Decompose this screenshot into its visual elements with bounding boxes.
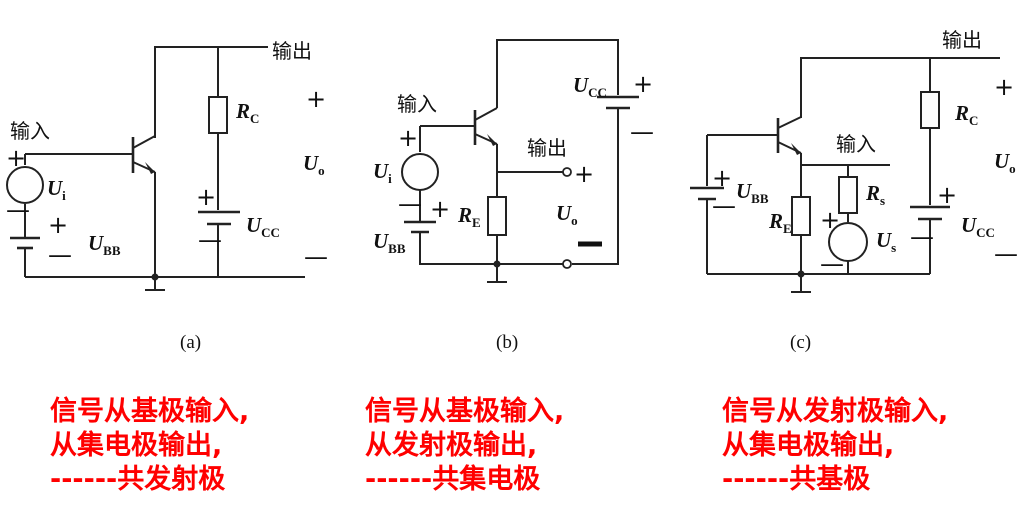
transistor-legs [132, 135, 156, 173]
collector-output-wire [800, 57, 1000, 118]
description-line: 信号从基极输入, [365, 396, 565, 427]
transistor-legs [777, 116, 802, 154]
description-line: 信号从发射极输入, [722, 396, 949, 427]
rc-resistor [920, 91, 940, 129]
ucc-plus: + [196, 183, 216, 211]
us-minus: — [820, 250, 844, 278]
output-terminal-bottom [562, 259, 572, 269]
ucc-label: UCC [573, 73, 607, 100]
re-resistor [791, 196, 811, 236]
ui-minus: — [6, 196, 30, 224]
output-terminal-top [562, 167, 572, 177]
collector-supply-wire [496, 39, 619, 108]
re-label: RE [457, 203, 481, 230]
description-line: 从发射极输出, [365, 430, 538, 461]
description-line: 从集电极输出, [722, 430, 895, 461]
emitter-arrow [791, 143, 801, 155]
description-a: 信号从基极输入, 从集电极输出, ------共发射极 [50, 395, 249, 497]
ui-label: Ui [373, 159, 392, 186]
ui-label: Ui [47, 176, 66, 203]
re-label: RE [768, 209, 792, 236]
ucc-label: UCC [961, 213, 995, 240]
ubb-plus: + [712, 164, 732, 192]
ubb-label: UBB [736, 179, 769, 206]
input-label: 输入 [836, 132, 876, 156]
description-line: 信号从基极输入, [50, 396, 250, 427]
circuit-c: 输出 输入 + UBB — RE Rs + Us — RC + — UCC + … [690, 28, 1018, 353]
circuit-a: 输入 输出 + — + — Ui UBB RC + — UCC + Uo — (… [6, 39, 328, 353]
ubb-minus: — [48, 241, 72, 269]
ui-source [6, 166, 44, 204]
ground-symbol [145, 277, 165, 291]
description-line: ------共集电极 [365, 464, 541, 495]
output-label: 输出 [942, 28, 982, 52]
rc-label: RC [954, 101, 978, 128]
ucc-plus: + [633, 70, 653, 98]
input-label: 输入 [397, 92, 437, 116]
ground-symbol [487, 264, 507, 283]
ubb-plus: + [48, 211, 68, 239]
output-label: 输出 [527, 136, 567, 160]
uo-label: Uo [994, 149, 1016, 176]
ui-source [401, 153, 439, 191]
caption-a: (a) [180, 332, 201, 353]
ubb-label: UBB [88, 231, 121, 258]
ui-plus: + [6, 144, 26, 172]
uo-plus: + [574, 160, 594, 188]
rc-label: RC [235, 99, 259, 126]
description-c: 信号从发射极输入, 从集电极输出, ------共基极 [722, 395, 948, 497]
caption-b: (b) [496, 332, 518, 353]
ucc-bottom-wire [572, 108, 619, 265]
collector-output-wire [154, 46, 268, 138]
description-b: 信号从基极输入, 从发射极输出, ------共集电极 [365, 395, 564, 497]
us-label: Us [876, 228, 896, 255]
ucc-plus: + [937, 181, 957, 209]
uo-label: Uo [303, 151, 325, 178]
ui-plus: + [398, 124, 418, 152]
ground-rail [419, 232, 563, 265]
ucc-minus: — [198, 226, 222, 254]
ucc-label: UCC [246, 213, 280, 240]
ubb-minus: — [712, 192, 736, 220]
input-label: 输入 [10, 119, 50, 143]
uo-minus: — [994, 240, 1018, 268]
ucc-minus: — [630, 118, 654, 146]
output-label: 输出 [272, 39, 312, 63]
emitter-arrow [145, 162, 155, 174]
rc-resistor [208, 96, 228, 134]
circuit-b: 输入 输出 + Ui — + UBB RE UCC + — + Uo (b) [373, 39, 654, 353]
uo-minus: — [304, 243, 328, 271]
uo-plus: + [306, 85, 326, 113]
description-line: ------共发射极 [50, 464, 226, 495]
rs-label: Rs [865, 181, 885, 208]
re-resistor [487, 196, 507, 236]
uo-plus: + [994, 73, 1014, 101]
caption-c: (c) [790, 332, 811, 353]
ui-minus: — [398, 190, 422, 218]
ubb-plus: + [430, 195, 450, 223]
ucc-minus: — [910, 223, 934, 251]
uo-label: Uo [556, 201, 578, 228]
us-plus: + [820, 206, 840, 234]
rs-resistor [838, 176, 858, 214]
description-line: 从集电极输出, [50, 430, 223, 461]
description-line: ------共基极 [722, 464, 871, 495]
ubb-label: UBB [373, 229, 406, 256]
transistor-legs [474, 107, 498, 145]
emitter-arrow [487, 134, 497, 146]
ground-symbol [791, 274, 811, 293]
